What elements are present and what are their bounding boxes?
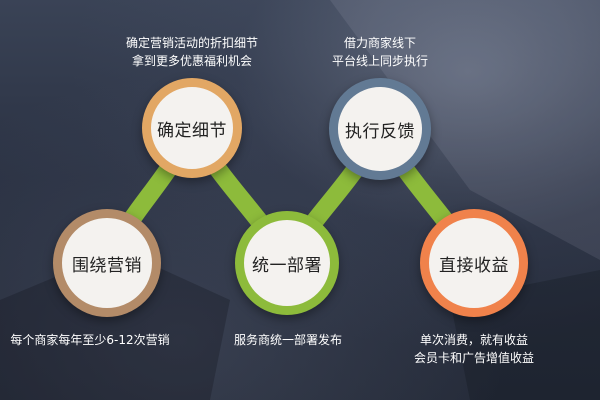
caption-revenue-line-2: 会员卡和广告增值收益 — [413, 351, 534, 365]
caption-deploy: 服务商统一部署发布 — [227, 331, 349, 349]
caption-feedback-line-1: 借力商家线下 — [343, 36, 416, 50]
caption-details: 确定营销活动的折扣细节 拿到更多优惠福利机会 — [112, 34, 272, 70]
caption-marketing-line-1: 每个商家每年至少6-12次营销 — [10, 333, 170, 347]
caption-deploy-line-1: 服务商统一部署发布 — [233, 333, 342, 347]
background-shadow-shape — [0, 250, 230, 400]
caption-details-line-2: 拿到更多优惠福利机会 — [131, 54, 252, 68]
caption-marketing: 每个商家每年至少6-12次营销 — [5, 331, 175, 349]
node-deploy: 统一部署 — [235, 211, 339, 315]
caption-feedback-line-2: 平台线上同步执行 — [331, 54, 428, 68]
node-deploy-label: 统一部署 — [252, 255, 322, 276]
node-details: 确定细节 — [142, 78, 242, 178]
caption-details-line-1: 确定营销活动的折扣细节 — [125, 36, 258, 50]
node-revenue-label: 直接收益 — [439, 255, 509, 276]
node-marketing: 围绕营销 — [53, 209, 161, 317]
caption-revenue-line-1: 单次消费，就有收益 — [419, 333, 528, 347]
node-feedback: 执行反馈 — [329, 78, 431, 180]
node-details-label: 确定细节 — [157, 120, 227, 141]
node-feedback-label: 执行反馈 — [345, 121, 415, 142]
caption-feedback: 借力商家线下 平台线上同步执行 — [318, 34, 442, 70]
node-marketing-label: 围绕营销 — [72, 255, 142, 276]
caption-revenue: 单次消费，就有收益 会员卡和广告增值收益 — [412, 331, 536, 367]
background-light-shape — [330, 0, 600, 260]
node-revenue: 直接收益 — [420, 209, 528, 317]
